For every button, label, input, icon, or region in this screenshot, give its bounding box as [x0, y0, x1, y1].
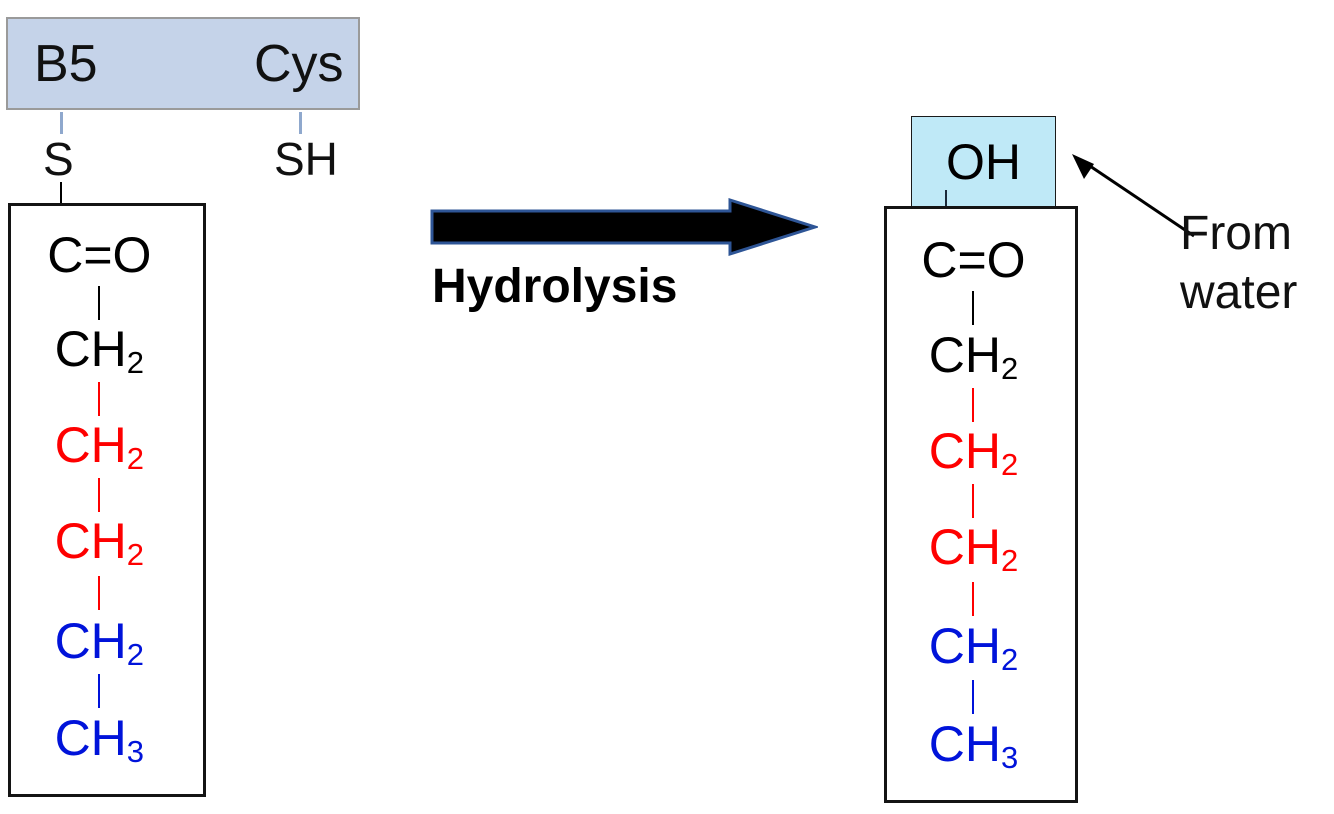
chain-node: CH2	[54, 513, 145, 572]
chain-bond	[972, 291, 975, 325]
chain-node: C=O	[921, 232, 1026, 288]
chain-bond	[98, 478, 101, 512]
chain-bond	[972, 582, 975, 616]
hydrolysis-label: Hydrolysis	[432, 260, 678, 313]
hydroxyl-group-box: OH	[911, 116, 1056, 207]
chain-bond	[972, 484, 975, 518]
chain-node: CH2	[54, 613, 145, 672]
protein-box: B5 Cys	[6, 17, 360, 110]
bond-stub-thiol	[299, 112, 302, 134]
chain-bond	[98, 674, 101, 708]
chain-bond	[98, 382, 101, 416]
bond-stub-sulfur	[60, 112, 63, 134]
hydrolysis-arrow-icon	[430, 197, 818, 257]
chain-bond	[972, 680, 975, 714]
from-water-line-1: From	[1180, 207, 1292, 260]
chain-bond	[972, 388, 975, 422]
from-water-arrow-icon	[1072, 154, 1195, 238]
protein-label-b5: B5	[34, 34, 98, 93]
chain-node: CH3	[928, 716, 1019, 775]
bond-sulfur-to-acyl-chain	[60, 182, 62, 208]
chain-node: CH2	[928, 519, 1019, 578]
chain-node: CH2	[54, 417, 145, 476]
from-water-annotation: From water	[1180, 205, 1297, 322]
atom-label-sulfur: S	[43, 133, 74, 185]
chain-node: CH2	[928, 327, 1019, 386]
chain-bond	[98, 576, 101, 610]
atom-label-thiol: SH	[274, 133, 338, 185]
protein-label-cys: Cys	[254, 34, 344, 93]
from-water-line-2: water	[1180, 265, 1298, 319]
chain-node: CH2	[54, 321, 145, 380]
chain-node: CH3	[54, 710, 145, 769]
hydroxyl-label: OH	[946, 133, 1021, 190]
chain-node: CH2	[928, 423, 1019, 482]
chain-node: C=O	[47, 227, 152, 283]
chain-bond	[98, 286, 101, 320]
chain-node: CH2	[928, 618, 1019, 677]
